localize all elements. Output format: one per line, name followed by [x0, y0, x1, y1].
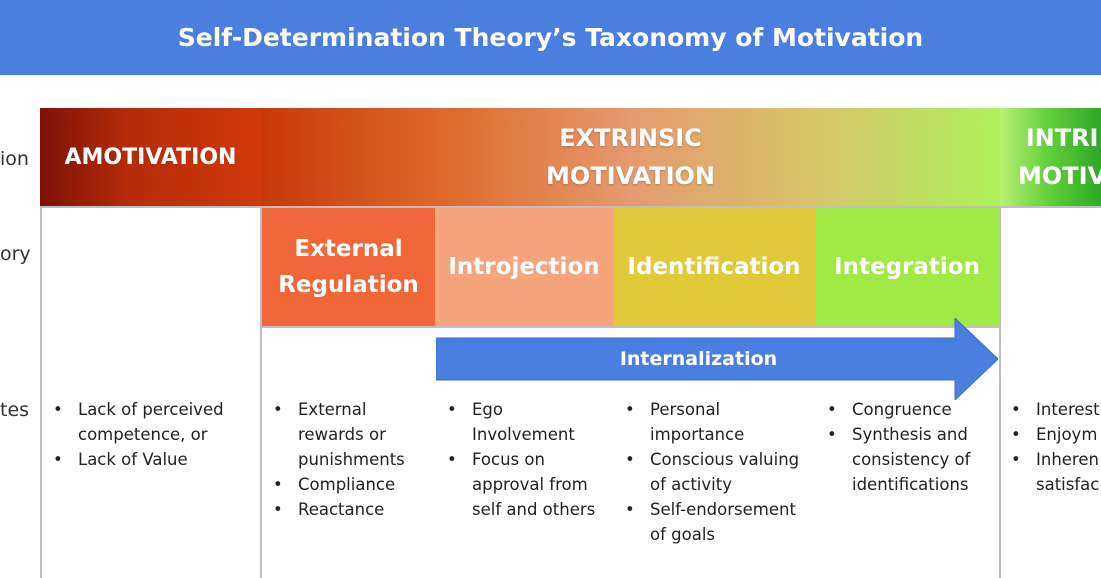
identification-label: Identification	[627, 254, 801, 280]
list-item: Synthesis and consistency of identificat…	[822, 422, 997, 497]
integration-label: Integration	[834, 254, 980, 280]
internalization-label: Internalization	[619, 348, 778, 370]
row-label-processes: tes	[0, 399, 30, 421]
external-regulation-line2: Regulation	[278, 272, 419, 298]
amotivation-label: AMOTIVATION	[64, 144, 237, 170]
page-title: Self-Determination Theory’s Taxonomy of …	[177, 23, 924, 52]
external-processes-list: External rewards or punishments Complian…	[268, 397, 433, 522]
gridline-row2	[260, 326, 1001, 328]
gridline-left	[40, 108, 42, 578]
list-item: Self-endorsement of goals	[620, 497, 812, 547]
external-regulation-box: External Regulation	[262, 208, 435, 326]
title-bar: Self-Determination Theory’s Taxonomy of …	[0, 0, 1101, 75]
list-item: Ego Involvement	[442, 397, 607, 447]
list-item: satisfac	[1036, 475, 1100, 494]
row-label-motivation: ion	[0, 148, 29, 170]
list-item: Personal importance	[620, 397, 812, 447]
list-item: Compliance	[268, 472, 433, 497]
list-item: Lack of Value	[48, 447, 253, 472]
gridline-extrinsic-right	[999, 108, 1001, 578]
integration-processes-list: Congruence Synthesis and consistency of …	[822, 397, 997, 497]
amotivation-processes-list: Lack of perceived competence, or Lack of…	[48, 397, 253, 472]
introjection-box: Introjection	[435, 208, 613, 326]
intrinsic-label-line1: INTRI	[1025, 124, 1099, 152]
list-item: Reactance	[268, 497, 433, 522]
intrinsic-processes-list: Interest Enjoym Inheren satisfac	[1006, 397, 1101, 497]
list-item: Lack of perceived competence, or	[48, 397, 253, 447]
extrinsic-label-line1: EXTRINSIC	[559, 124, 702, 152]
list-item: Interest	[1006, 397, 1101, 422]
intrinsic-motivation-band: INTRI MOTIV	[1000, 108, 1101, 206]
gridline-row1	[40, 206, 1101, 208]
list-item: Congruence	[822, 397, 997, 422]
identification-processes-list: Personal importance Conscious valuing of…	[620, 397, 812, 547]
integration-box: Integration	[815, 208, 999, 326]
gridline-amotivation-right	[260, 108, 262, 578]
extrinsic-motivation-band: EXTRINSIC MOTIVATION	[261, 108, 1000, 206]
intrinsic-label-line2: MOTIV	[1018, 162, 1101, 190]
external-regulation-line1: External	[294, 236, 403, 262]
list-item: Enjoym	[1006, 422, 1101, 447]
introjection-processes-list: Ego Involvement Focus on approval from s…	[442, 397, 607, 522]
list-item: External rewards or punishments	[268, 397, 433, 472]
extrinsic-label-line2: MOTIVATION	[545, 162, 716, 190]
row-label-regulatory: ory	[0, 243, 31, 265]
list-item: Focus on approval from self and others	[442, 447, 607, 522]
amotivation-band: AMOTIVATION	[40, 108, 261, 206]
arrow-right-icon	[436, 318, 998, 400]
list-item: Inheren	[1006, 447, 1101, 472]
introjection-label: Introjection	[448, 254, 600, 280]
identification-box: Identification	[613, 208, 815, 326]
internalization-arrow: Internalization	[436, 318, 998, 400]
list-item: Conscious valuing of activity	[620, 447, 812, 497]
